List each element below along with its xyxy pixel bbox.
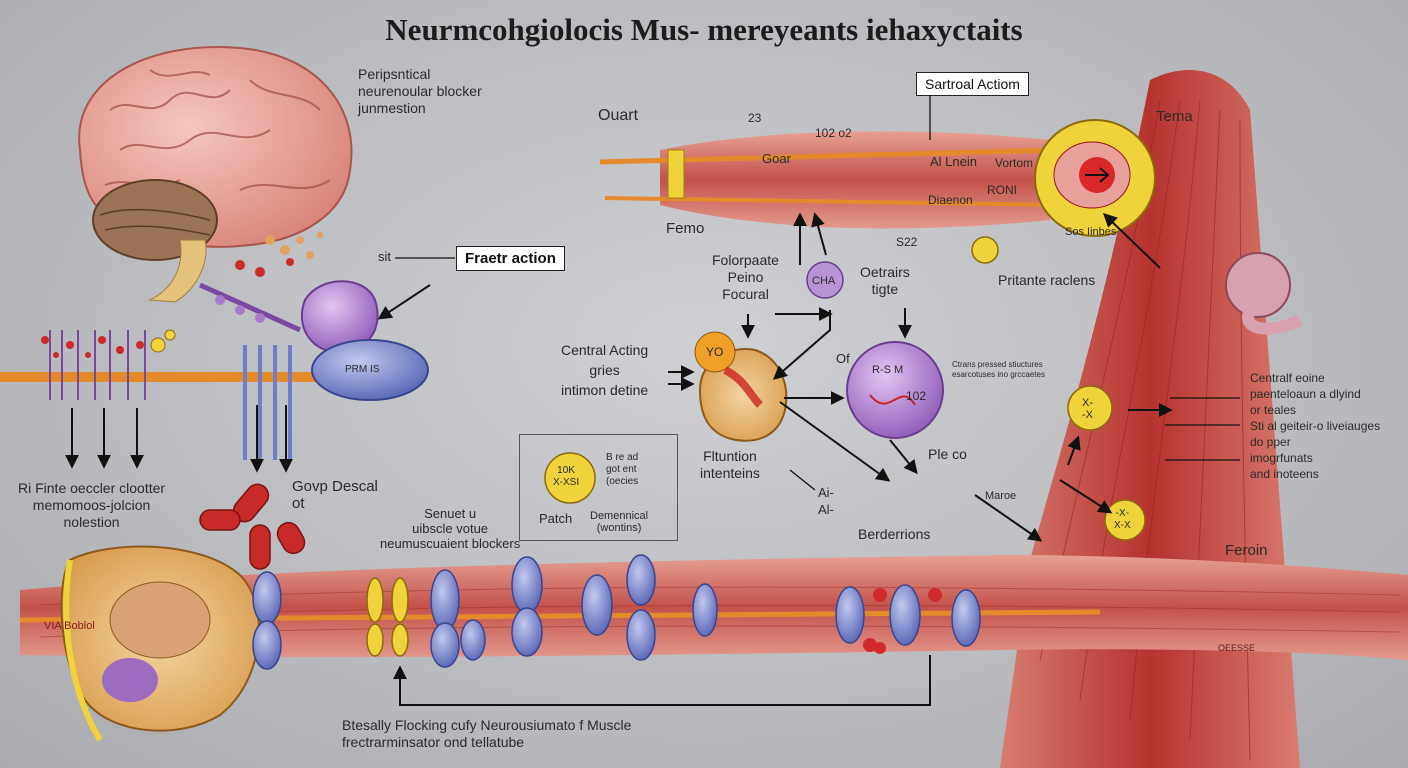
leader-lines xyxy=(395,88,1240,491)
label-roni: RONI xyxy=(987,183,1017,197)
xx-spheres xyxy=(971,236,1146,541)
receptor-blobs xyxy=(198,232,429,401)
central-cell xyxy=(694,331,788,442)
label-s22: S22 xyxy=(896,235,918,249)
arrow-loop xyxy=(772,310,831,380)
label-xx2: -X- X-X xyxy=(1114,508,1131,531)
label-rsm: R-S M xyxy=(872,364,904,376)
label-right-block: Centralf eoine paenteloaun a dlyind or t… xyxy=(1250,371,1381,481)
label-goar: Goar xyxy=(762,151,791,166)
label-oeesse: OEESSE xyxy=(1218,643,1256,653)
label-ai: Ai- Al- xyxy=(818,485,834,517)
label-finite: Ri Finte oeccler clootter memomoos-jolci… xyxy=(18,480,166,530)
label-oetrairs: Oetrairs tigte xyxy=(860,264,910,297)
label-maroe: Maroe xyxy=(985,490,1017,502)
brain xyxy=(78,46,353,303)
label-patch: Patch xyxy=(539,511,573,526)
label-peripheral: Peripsntical neurenoular blocker junmest… xyxy=(358,66,482,116)
label-al-lnein: Al Lnein xyxy=(930,154,977,169)
label-ouart: Ouart xyxy=(598,107,639,124)
red-cells xyxy=(199,483,306,570)
label-vortom: Vortom xyxy=(995,156,1034,170)
label-sos: Sos Iinbes xyxy=(1065,226,1117,238)
label-sit: sit xyxy=(378,249,391,264)
label-feroin: Feroin xyxy=(1225,542,1268,559)
label-foloparte: Folorpaate Peino Focural xyxy=(712,252,779,302)
label-of: Of xyxy=(836,351,850,366)
label-berderrions: Berderrions xyxy=(858,526,931,542)
label-pritante: Pritante raclens xyxy=(998,272,1096,288)
muscle-fiber-upper xyxy=(599,119,1156,237)
vesicles xyxy=(252,554,981,670)
synapse-cell xyxy=(60,545,260,742)
label-gene-small: Ctrans pressed stiuctures esarcotuses in… xyxy=(952,360,1045,379)
neuron-knob-right xyxy=(1225,252,1303,335)
label-senuet: Senuet u uibscle votue neumuscuaient blo… xyxy=(380,506,521,551)
label-102: 102 xyxy=(906,389,927,403)
label-23: 23 xyxy=(748,111,762,125)
label-cha: CHA xyxy=(812,275,836,287)
sartroal-action-box: Sartroal Actiom xyxy=(916,72,1029,96)
label-diasnon: Diaenon xyxy=(928,193,973,207)
label-central-acting: Central Acting gries intimon detine xyxy=(561,342,649,398)
label-via: VIA Boblol xyxy=(44,620,95,632)
arrows xyxy=(65,212,1173,542)
label-bottom: Btesally Flocking cufy Neurousiumato f M… xyxy=(342,717,632,750)
label-inset-text: B re ad got ent (oecies xyxy=(606,452,639,487)
fraetr-action-box: Fraetr action xyxy=(456,246,565,271)
gene-sphere xyxy=(846,341,944,439)
label-ple-co: Ple co xyxy=(928,446,967,462)
label-yo: YO xyxy=(706,345,724,359)
label-demenical: Demennical (wontins) xyxy=(590,510,649,534)
label-tema: Tema xyxy=(1156,108,1193,125)
label-govp: Govp Descal ot xyxy=(292,478,378,512)
label-xx1: X- -X xyxy=(1082,397,1093,421)
label-prm: PRM IS xyxy=(345,364,380,375)
yellow-receptors xyxy=(366,577,409,657)
page-title: Neurmcohgiolocis Mus- mereyeants iehaxyc… xyxy=(385,12,1023,47)
receptor-membrane-left xyxy=(0,329,360,460)
cha-sphere xyxy=(806,261,844,299)
inset-box xyxy=(519,434,678,541)
label-flution: Fltuntion intenteins xyxy=(700,448,760,481)
red-dots-lower xyxy=(863,588,942,654)
label-inset-circle: 10K X-XSI xyxy=(553,465,580,488)
label-femo: Femo xyxy=(666,220,705,237)
label-102-o2: 102 o2 xyxy=(815,126,852,140)
inset-diagram xyxy=(544,452,596,504)
bottom-connector xyxy=(393,655,931,706)
